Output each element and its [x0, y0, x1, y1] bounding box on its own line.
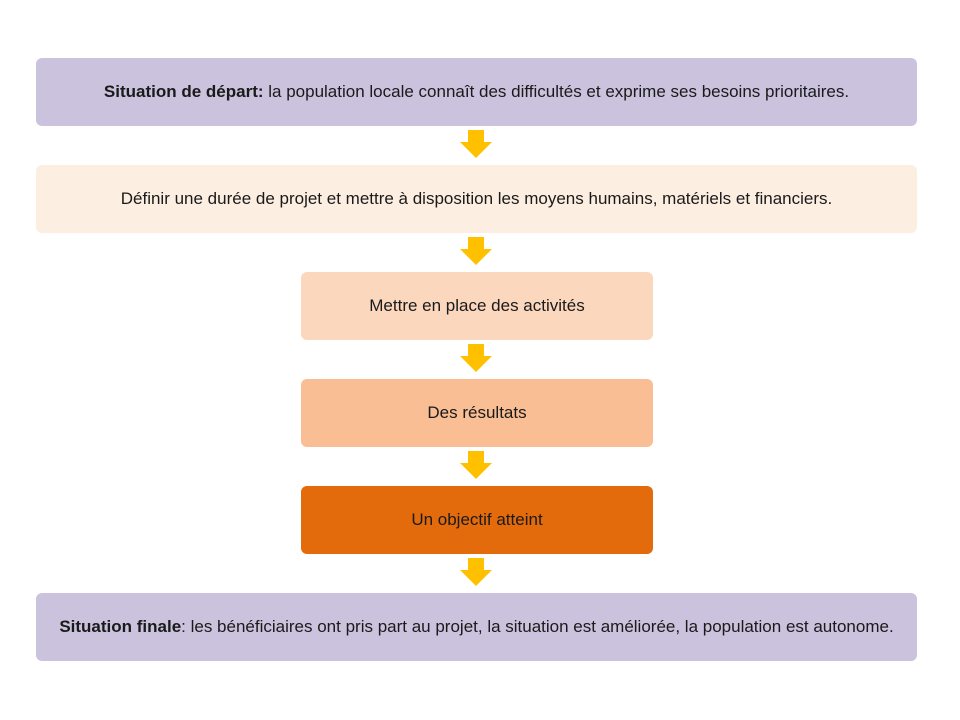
down-arrow-icon	[460, 130, 492, 158]
down-arrow-icon	[460, 237, 492, 265]
step-3-text: Mettre en place des activités	[369, 296, 585, 315]
step-5-text: Un objectif atteint	[411, 510, 543, 529]
step-1-text: Situation de départ: la population local…	[104, 81, 849, 103]
step-6-body: : les bénéficiaires ont pris part au pro…	[181, 617, 894, 636]
step-situation-depart: Situation de départ: la population local…	[36, 58, 917, 126]
step-4-text: Des résultats	[427, 403, 527, 422]
step-1-bold: Situation de départ:	[103, 82, 264, 101]
down-arrow-icon	[460, 558, 492, 586]
step-1-body: la population locale connaît des difficu…	[263, 82, 850, 101]
down-arrow-icon	[460, 344, 492, 372]
step-6-bold: Situation finale	[59, 617, 182, 636]
down-arrow-icon	[460, 451, 492, 479]
step-resultats: Des résultats	[301, 379, 653, 447]
step-activites: Mettre en place des activités	[301, 272, 653, 340]
step-2-text: Définir une durée de projet et mettre à …	[120, 189, 833, 208]
step-definir-moyens: Définir une durée de projet et mettre à …	[36, 165, 917, 233]
step-objectif: Un objectif atteint	[301, 486, 653, 554]
step-6-text: Situation finale: les bénéficiaires ont …	[59, 616, 893, 638]
step-situation-finale: Situation finale: les bénéficiaires ont …	[36, 593, 917, 661]
